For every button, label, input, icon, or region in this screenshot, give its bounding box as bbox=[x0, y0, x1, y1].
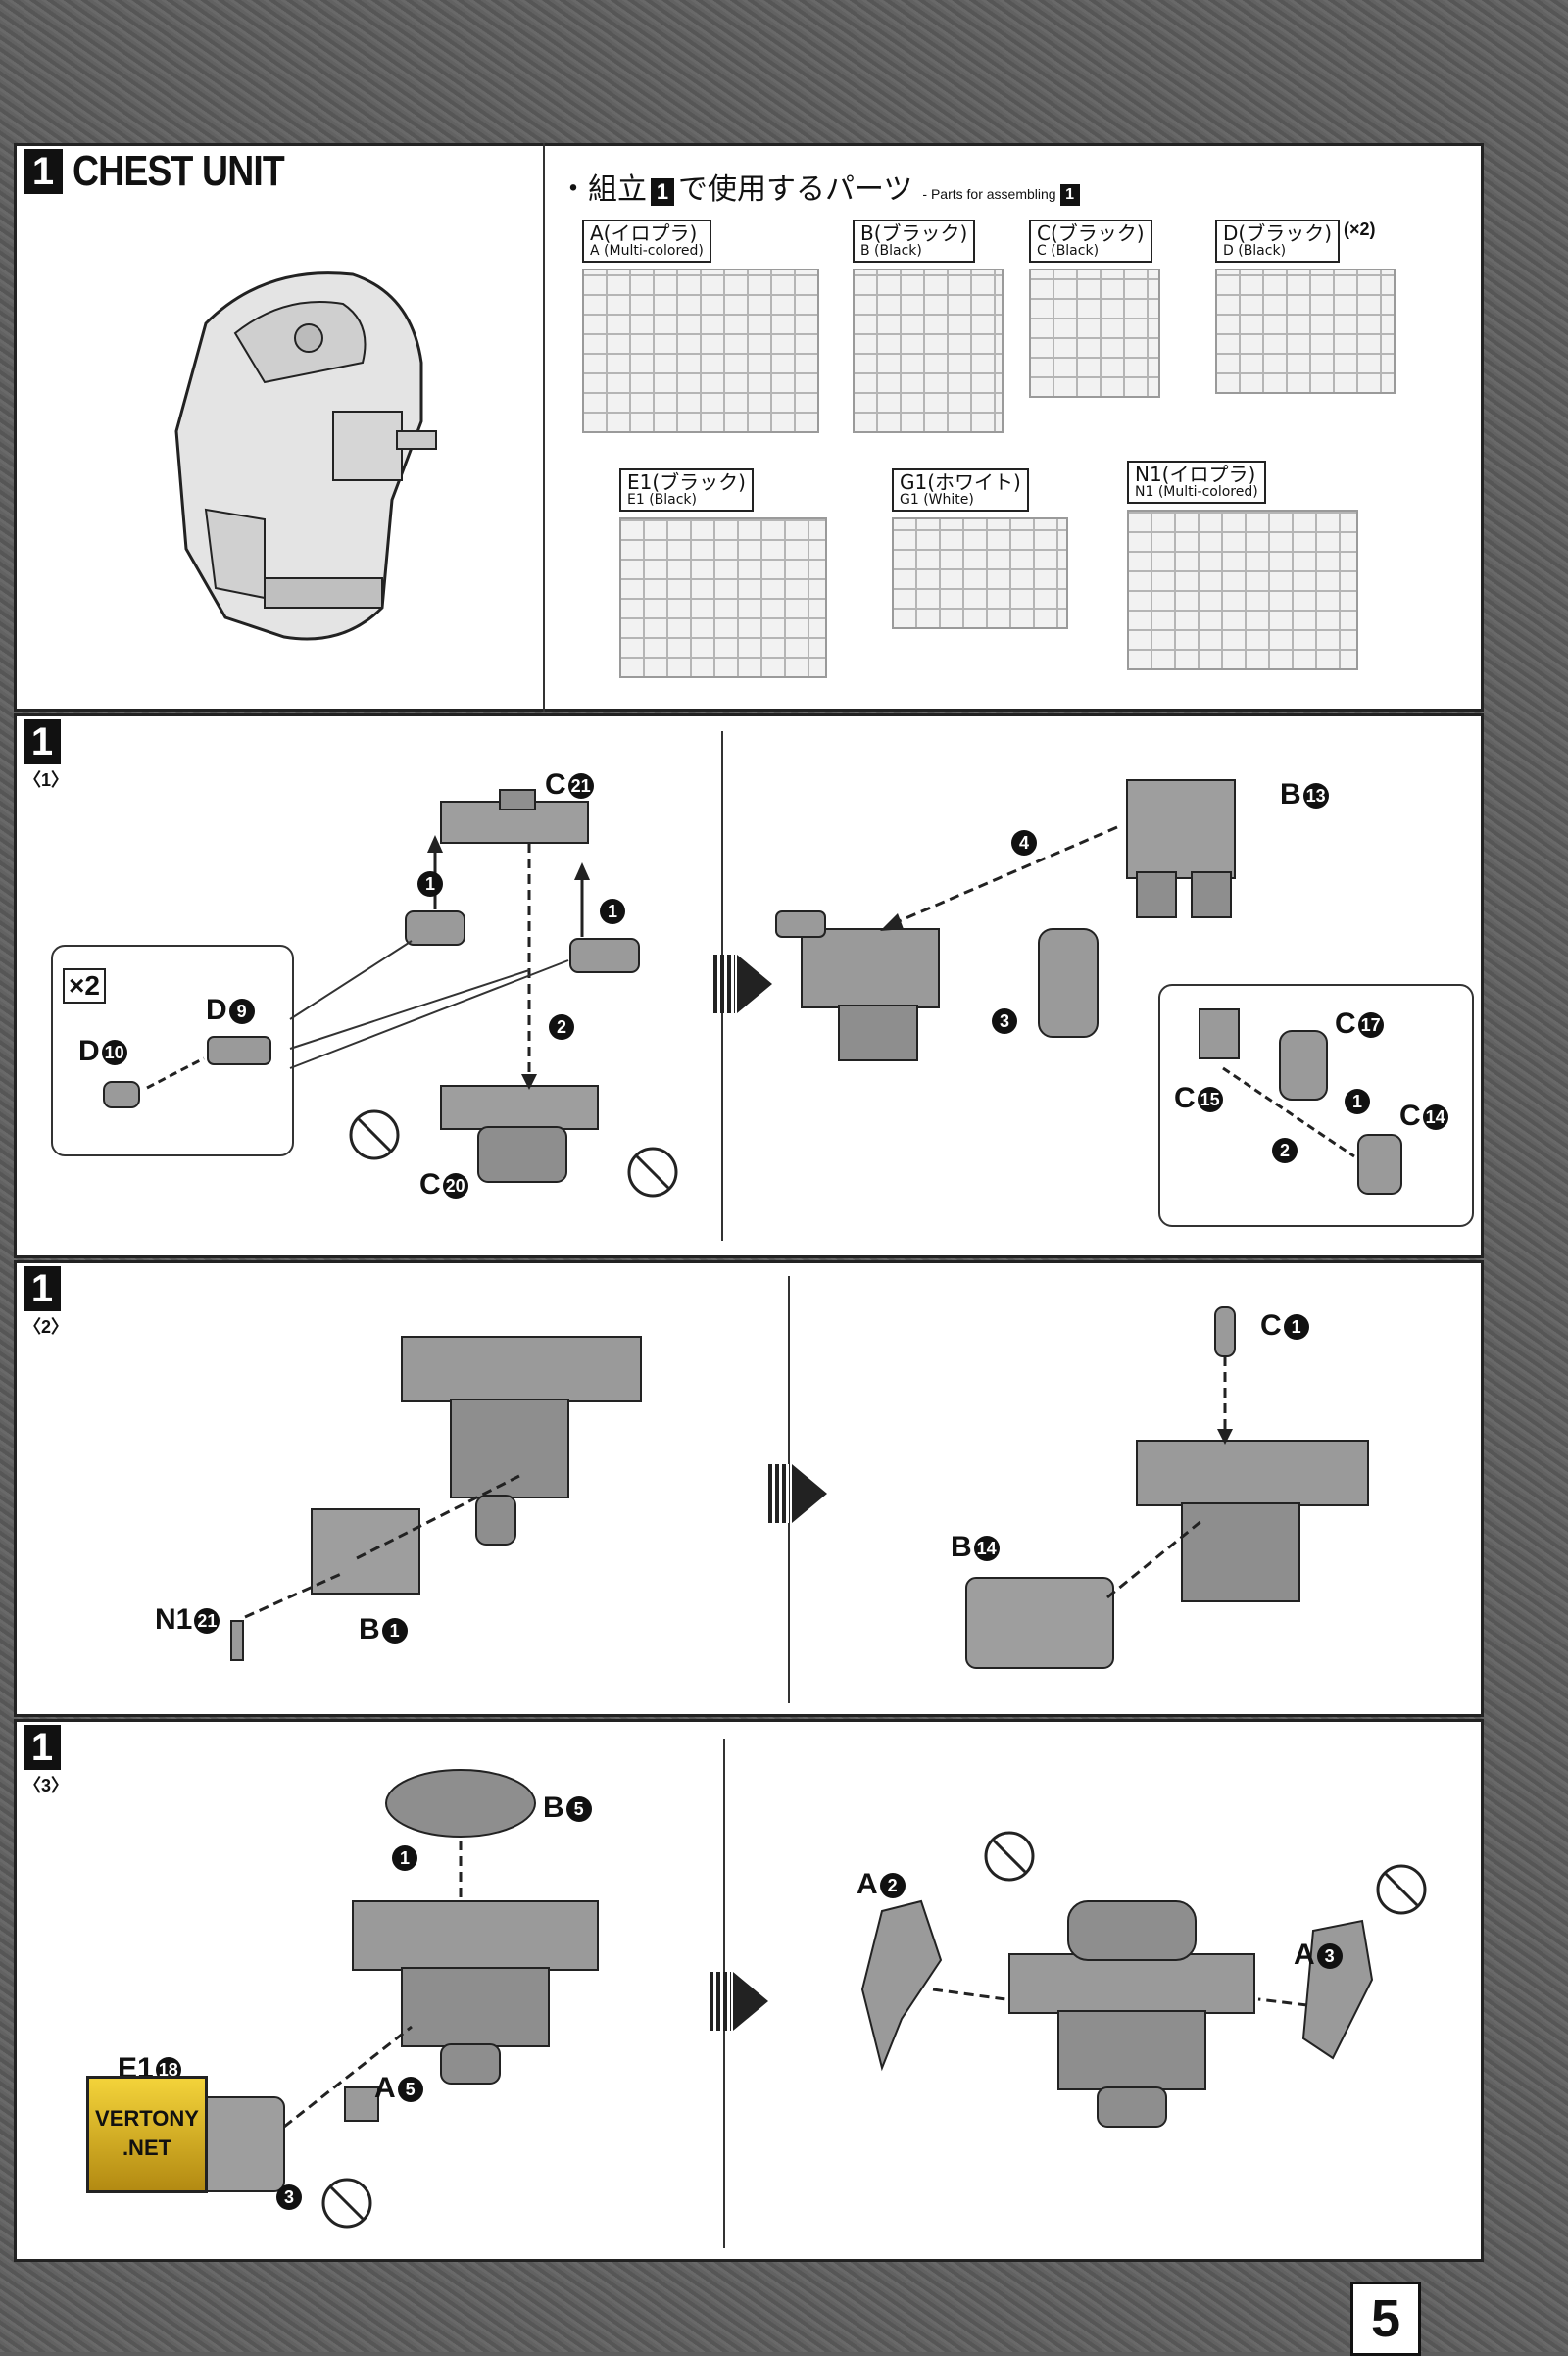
step-3-label: 1 〈3〉 bbox=[24, 1725, 70, 1795]
runner-label: G1(ホワイト)G1 (White) bbox=[892, 468, 1029, 512]
parts-header: ・組立 1 で使用するパーツ - Parts for assembling 1 bbox=[559, 165, 1084, 208]
runner-frame bbox=[1127, 510, 1358, 670]
order-marker: 1 bbox=[598, 894, 625, 927]
next-arrow bbox=[710, 1972, 768, 2031]
runner-b: B(ブラック)B (Black) bbox=[853, 220, 1004, 433]
runner-c: C(ブラック)C (Black) bbox=[1029, 220, 1160, 398]
order-marker: 2 bbox=[547, 1009, 574, 1043]
order-marker: 4 bbox=[1009, 825, 1037, 859]
order-marker: 3 bbox=[274, 2180, 302, 2213]
parts-panel-divider bbox=[543, 143, 545, 712]
runner-label: N1(イロプラ)N1 (Multi-colored) bbox=[1127, 461, 1266, 504]
parts-header-en-num: 1 bbox=[1059, 184, 1080, 206]
vertony-logo: VERTONY .NET bbox=[86, 2076, 208, 2193]
runner-label: D(ブラック)D (Black) bbox=[1215, 220, 1341, 263]
runner-frame bbox=[1029, 269, 1160, 398]
parts-header-ja-num: 1 bbox=[651, 178, 674, 206]
runner-e1: E1(ブラック)E1 (Black) bbox=[619, 468, 827, 678]
order-marker: 1 bbox=[390, 1841, 417, 1874]
runner-n1: N1(イロプラ)N1 (Multi-colored) bbox=[1127, 461, 1358, 670]
order-marker: 1 bbox=[1343, 1084, 1370, 1117]
runner-qty: (×2) bbox=[1344, 220, 1376, 239]
parts-header-ja-suffix: で使用するパーツ bbox=[678, 172, 913, 207]
runner-frame bbox=[892, 517, 1068, 629]
order-marker: 1 bbox=[416, 866, 443, 900]
runner-frame bbox=[619, 517, 827, 678]
order-marker: 3 bbox=[990, 1004, 1017, 1037]
step-2-label: 1 〈2〉 bbox=[24, 1266, 70, 1337]
runner-frame bbox=[1215, 269, 1396, 394]
section-heading: 1 CHEST UNIT bbox=[24, 147, 321, 195]
next-arrow bbox=[768, 1464, 827, 1523]
runner-g1: G1(ホワイト)G1 (White) bbox=[892, 468, 1068, 629]
page-number: 5 bbox=[1350, 2282, 1421, 2356]
section-number: 1 bbox=[24, 149, 63, 194]
runner-label: A(イロプラ)A (Multi-colored) bbox=[582, 220, 711, 263]
section-title: CHEST UNIT bbox=[73, 147, 285, 195]
multiplier-badge: ×2 bbox=[63, 968, 106, 1004]
parts-header-ja: ・組立 bbox=[559, 172, 647, 207]
runner-frame bbox=[853, 269, 1004, 433]
chest-unit-illustration bbox=[174, 271, 437, 641]
runner-label: B(ブラック)B (Black) bbox=[853, 220, 976, 263]
parts-header-en: - Parts for assembling bbox=[922, 186, 1056, 202]
runner-a: A(イロプラ)A (Multi-colored) bbox=[582, 220, 819, 433]
runner-label: E1(ブラック)E1 (Black) bbox=[619, 468, 754, 512]
order-marker: 2 bbox=[1270, 1133, 1298, 1166]
runner-d: D(ブラック)D (Black)(×2) bbox=[1215, 220, 1396, 394]
runner-label: C(ブラック)C (Black) bbox=[1029, 220, 1152, 263]
step-1-label: 1 〈1〉 bbox=[24, 719, 70, 790]
runner-frame bbox=[582, 269, 819, 433]
next-arrow bbox=[713, 955, 772, 1013]
